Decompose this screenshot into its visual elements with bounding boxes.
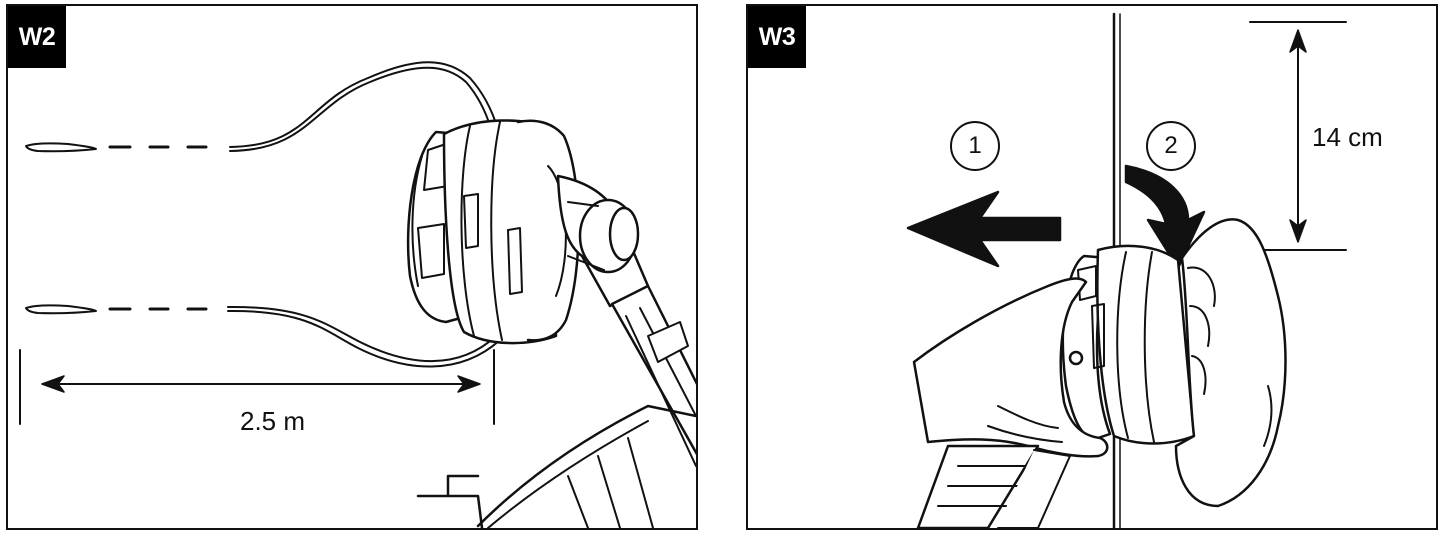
- pull-arrow-icon: [906, 190, 1062, 268]
- line-feed-illustration: [906, 12, 1347, 528]
- step-number-badge: 1: [950, 121, 1000, 171]
- line-length-label: 2.5 m: [240, 406, 306, 436]
- trimmer-head-illustration: [19, 61, 696, 528]
- push-curved-arrow-icon: [1124, 164, 1206, 270]
- figure-panel-w2: W2: [6, 4, 698, 530]
- hand-icon: [912, 218, 1287, 528]
- step-number-badge: 2: [1146, 121, 1196, 171]
- dimension-arrow-icon: [19, 349, 495, 425]
- line-length-label: 14 cm: [1312, 122, 1383, 152]
- dimension-arrow-icon: [1249, 21, 1347, 251]
- figure-tag: W2: [8, 6, 66, 68]
- trimmer-head-icon: [406, 119, 696, 528]
- trimmer-line-icon: [25, 61, 501, 368]
- figure-panel-w3: W3: [746, 4, 1438, 530]
- figure-tag: W3: [748, 6, 806, 68]
